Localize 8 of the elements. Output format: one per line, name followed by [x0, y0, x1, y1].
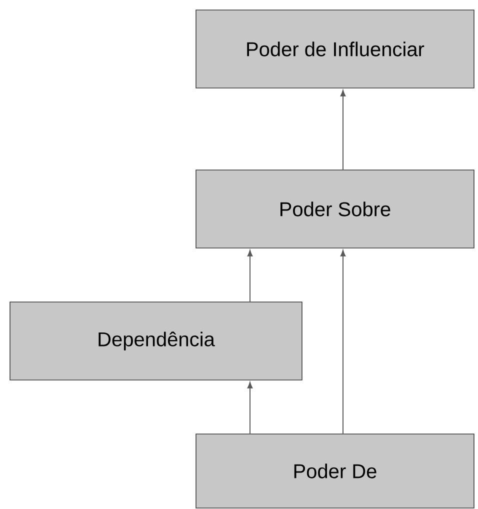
- process-box: Dependência: [10, 302, 302, 380]
- process-box: Poder de Influenciar: [196, 10, 474, 88]
- arrow: [340, 90, 346, 170]
- arrow: [340, 250, 346, 434]
- arrow: [247, 382, 253, 434]
- process-box: Poder Sobre: [196, 170, 474, 248]
- process-box: Poder De: [196, 434, 474, 508]
- arrow: [247, 250, 253, 302]
